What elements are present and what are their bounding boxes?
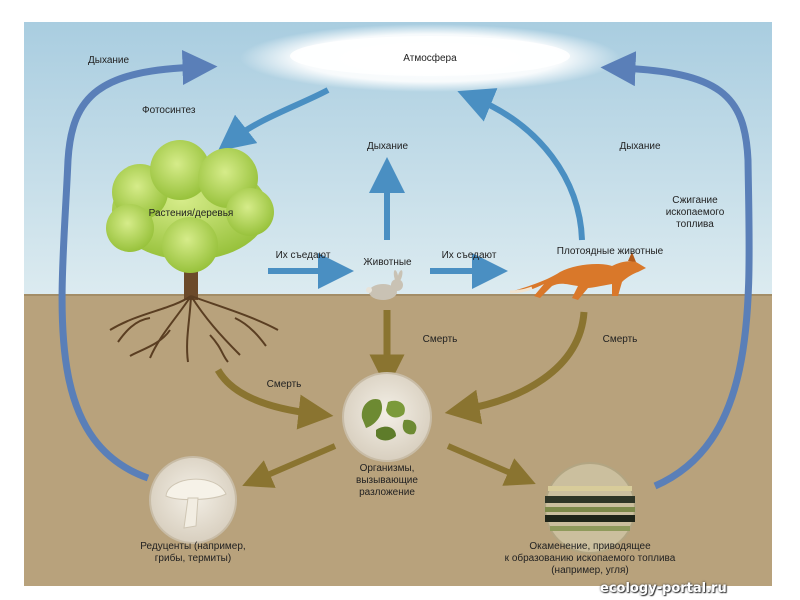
label-respiration-left: Дыхание: [88, 55, 130, 66]
label-death-center: Смерть: [422, 334, 458, 345]
watermark: ecology-portal.ru: [600, 581, 727, 596]
label-respiration-center: Дыхание: [366, 141, 409, 152]
label-respiration-right: Дыхание: [619, 141, 661, 152]
label-death-right: Смерть: [602, 334, 638, 345]
label-death-left: Смерть: [266, 379, 302, 390]
outer-loop-right-arrow: [600, 51, 753, 490]
coal-layers-circle: [544, 462, 636, 554]
label-eaten-2: Их съедают: [441, 250, 497, 261]
photosynthesis-arrow: [217, 87, 330, 152]
label-plants: Растения/деревья: [148, 208, 234, 219]
death-arrow-right: [444, 311, 588, 425]
atmosphere-cloud-core: [290, 36, 570, 76]
label-reducers: Редуценты (например, грибы, термиты): [140, 541, 246, 564]
decomp-arrow-left: [242, 443, 337, 488]
carnivore-respiration-arrow: [457, 88, 585, 241]
rabbit-icon: [366, 270, 403, 300]
label-carnivores: Плотоядные животные: [556, 246, 664, 257]
label-fossilization: Окаменение, приводящее к образованию иск…: [504, 541, 676, 576]
label-decomposers-org: Организмы, вызывающие разложение: [356, 463, 418, 498]
label-eaten-1: Их съедают: [275, 250, 331, 261]
label-atmosphere: Атмосфера: [403, 53, 457, 64]
fox-icon: [509, 252, 646, 300]
label-animals: Животные: [363, 257, 412, 268]
label-photosynthesis: Фотосинтез: [142, 105, 196, 116]
outer-loop-left-arrow: [58, 50, 218, 482]
decomp-arrow-right: [446, 443, 536, 486]
death-arrow-left: [214, 368, 334, 430]
label-fossil-burning: Сжигание ископаемого топлива: [665, 195, 725, 230]
tree-icon: [106, 140, 279, 363]
decomposers-circle: [342, 372, 432, 462]
mushroom-circle: [149, 456, 237, 544]
